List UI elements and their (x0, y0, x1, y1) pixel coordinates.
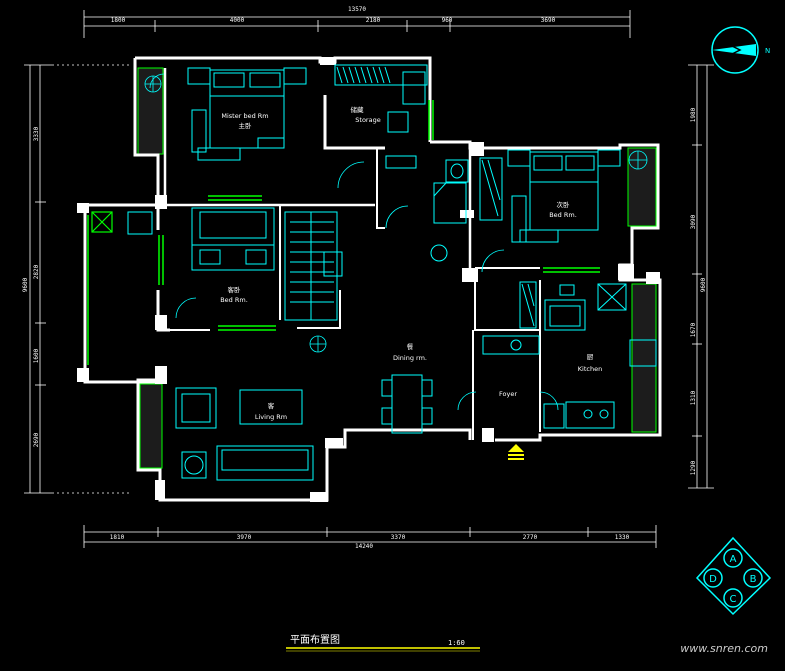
room-master-zh: 主卧 (239, 121, 253, 130)
dim-top-2: 4000 (230, 17, 245, 24)
dim-top-5: 3690 (541, 17, 556, 24)
legend-a: A (730, 554, 737, 565)
dim-bottom-4: 2770 (523, 534, 538, 541)
legend-b: B (750, 574, 757, 585)
dim-left-3: 1600 (33, 348, 40, 363)
room-master-en: Mister bed Rm (221, 112, 268, 120)
dim-left-1: 3330 (33, 126, 40, 141)
dim-bottom-5: 1330 (615, 534, 630, 541)
room-living-en: Living Rm (255, 413, 287, 421)
dim-right-4: 1310 (690, 390, 697, 405)
guest-bed-icon (191, 207, 275, 271)
dim-top-3: 2180 (366, 17, 381, 24)
compass-icon: N (711, 26, 770, 74)
sofa-icon (175, 387, 314, 481)
watermark: www.snren.com (680, 642, 768, 655)
room-dining-zh: 餐 (407, 342, 414, 351)
doors (149, 73, 559, 411)
room-kitchen-en: Kitchen (578, 365, 602, 373)
room-storage-zh: 储藏 (351, 105, 365, 114)
staircase-icon (284, 211, 338, 321)
legend-c: C (730, 594, 737, 605)
room-kitchen-zh: 厨 (587, 353, 594, 361)
dining-table-icon (381, 374, 433, 434)
dim-bottom-3: 3370 (391, 534, 406, 541)
room-storage-en: Storage (355, 116, 380, 124)
legend-d: D (709, 574, 717, 585)
entrance-arrow-icon (508, 444, 524, 460)
room-labels: Mister bed Rm 主卧 储藏 Storage 次卧 Bed Rm. 客… (220, 105, 602, 421)
drawing-title: 平面布置图 (290, 634, 340, 646)
drawing-scale: 1:60 (448, 639, 465, 647)
windows (87, 100, 600, 365)
dim-top-1: 1800 (111, 17, 126, 24)
dim-left-total: 9600 (22, 277, 29, 292)
room-bed-en: Bed Rm. (549, 211, 577, 219)
compass-label: N (765, 47, 770, 55)
room-dining-en: Dining rm. (393, 354, 427, 362)
walls (83, 56, 662, 502)
room-bed2-en: Bed Rm. (220, 296, 248, 304)
dim-bottom-1: 1810 (110, 534, 125, 541)
dimension-texts: 13570 1800 4000 2180 960 3690 1810 3970 … (110, 6, 630, 550)
master-bed-icon (187, 67, 307, 149)
dim-right-5: 1290 (690, 460, 697, 475)
room-bed-zh: 次卧 (557, 200, 571, 209)
dimension-texts-vertical: 9600 3330 2820 1600 2690 9600 1980 3090 … (22, 107, 707, 475)
furniture (127, 64, 657, 481)
dim-bottom-total: 14240 (355, 543, 373, 550)
wall-columns (77, 57, 660, 502)
dim-top-total: 13570 (348, 6, 366, 13)
dim-right-total: 9600 (700, 277, 707, 292)
storage-shelf-icon (334, 64, 428, 105)
room-foyer-en: Foyer (499, 390, 517, 398)
room-living-zh: 客 (268, 401, 275, 410)
dim-top-4: 960 (442, 17, 453, 24)
section-legend-icon: A B C D (695, 536, 772, 616)
sink-icon (91, 211, 113, 233)
dim-right-3: 1670 (690, 322, 697, 337)
dim-right-1: 1980 (690, 107, 697, 122)
dim-bottom-2: 3970 (237, 534, 252, 541)
bedroom-bed-icon (507, 149, 621, 231)
room-bed2-zh: 客卧 (228, 285, 242, 294)
title-block: 平面布置图 1:60 (286, 634, 480, 652)
dim-right-2: 3090 (690, 214, 697, 229)
plant-icons (144, 75, 648, 353)
dim-left-2: 2820 (33, 264, 40, 279)
dimension-lines (24, 10, 714, 548)
dim-left-4: 2690 (33, 432, 40, 447)
